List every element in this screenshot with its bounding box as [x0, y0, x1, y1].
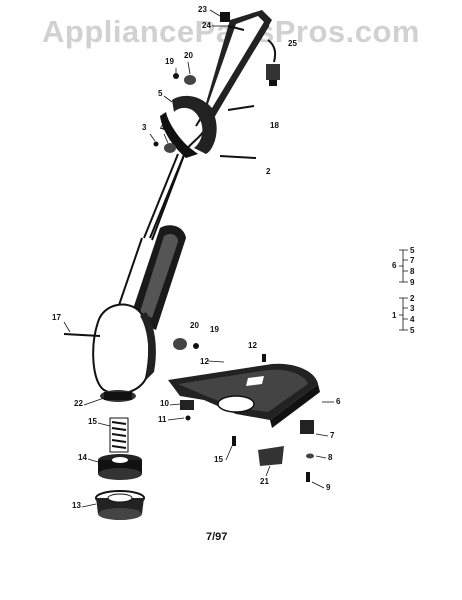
legend-6-item-3: 8 — [410, 267, 415, 276]
callout-18: 18 — [270, 121, 279, 130]
callout-10: 10 — [160, 399, 169, 408]
callout-25: 25 — [288, 39, 297, 48]
legend-6-item-1: 5 — [410, 246, 415, 255]
callout-2: 2 — [266, 167, 271, 176]
callout-17: 17 — [52, 313, 61, 322]
legend-6-item-2: 7 — [410, 256, 415, 265]
callout-19: 19 — [165, 57, 174, 66]
callout-21: 21 — [260, 477, 269, 486]
callout-12b: 12 — [200, 357, 209, 366]
callout-12a: 12 — [248, 341, 257, 350]
guard — [168, 363, 320, 428]
callout-3: 3 — [142, 123, 147, 132]
callout-4: 4 — [160, 123, 165, 132]
legend-1-item-2: 3 — [410, 304, 415, 313]
spring — [109, 417, 129, 453]
spool-cap — [95, 490, 145, 520]
cord-plug — [266, 39, 280, 86]
legend-6-key: 6 — [392, 261, 397, 270]
legend-6-item-4: 9 — [410, 278, 415, 287]
callout-8: 8 — [328, 453, 333, 462]
callout-11: 11 — [158, 415, 167, 424]
leader-lines — [63, 9, 334, 508]
callout-15b: 15 — [214, 455, 223, 464]
callout-14: 14 — [78, 453, 87, 462]
callout-7: 7 — [330, 431, 335, 440]
top-handle — [204, 10, 272, 118]
small-parts — [63, 12, 314, 482]
callout-22: 22 — [74, 399, 83, 408]
grip-tube — [117, 225, 186, 330]
assembly-legend-1: 1 2 3 4 5 — [392, 294, 415, 335]
date-code: 7/97 — [206, 531, 227, 543]
assist-handle — [160, 95, 217, 158]
legend-1-item-4: 5 — [410, 326, 415, 335]
callout-9: 9 — [326, 483, 331, 492]
callout-13: 13 — [72, 501, 81, 510]
callout-20: 20 — [184, 51, 193, 60]
callout-24: 24 — [202, 21, 211, 30]
spool — [98, 454, 142, 480]
legend-1-item-1: 2 — [410, 294, 415, 303]
callout-6: 6 — [336, 397, 341, 406]
callout-23: 23 — [198, 5, 207, 14]
callout-19b: 19 — [210, 325, 219, 334]
assembly-legend-6: 6 5 7 8 9 — [392, 246, 415, 287]
callout-20b: 20 — [190, 321, 199, 330]
callout-5: 5 — [158, 89, 163, 98]
legend-1-key: 1 — [392, 311, 397, 320]
motor-housing — [92, 303, 156, 402]
callout-15a: 15 — [88, 417, 97, 426]
callout-labels: 23 24 25 19 20 5 18 3 4 2 17 20 19 12 12… — [52, 5, 341, 510]
legend-1-item-3: 4 — [410, 315, 415, 324]
